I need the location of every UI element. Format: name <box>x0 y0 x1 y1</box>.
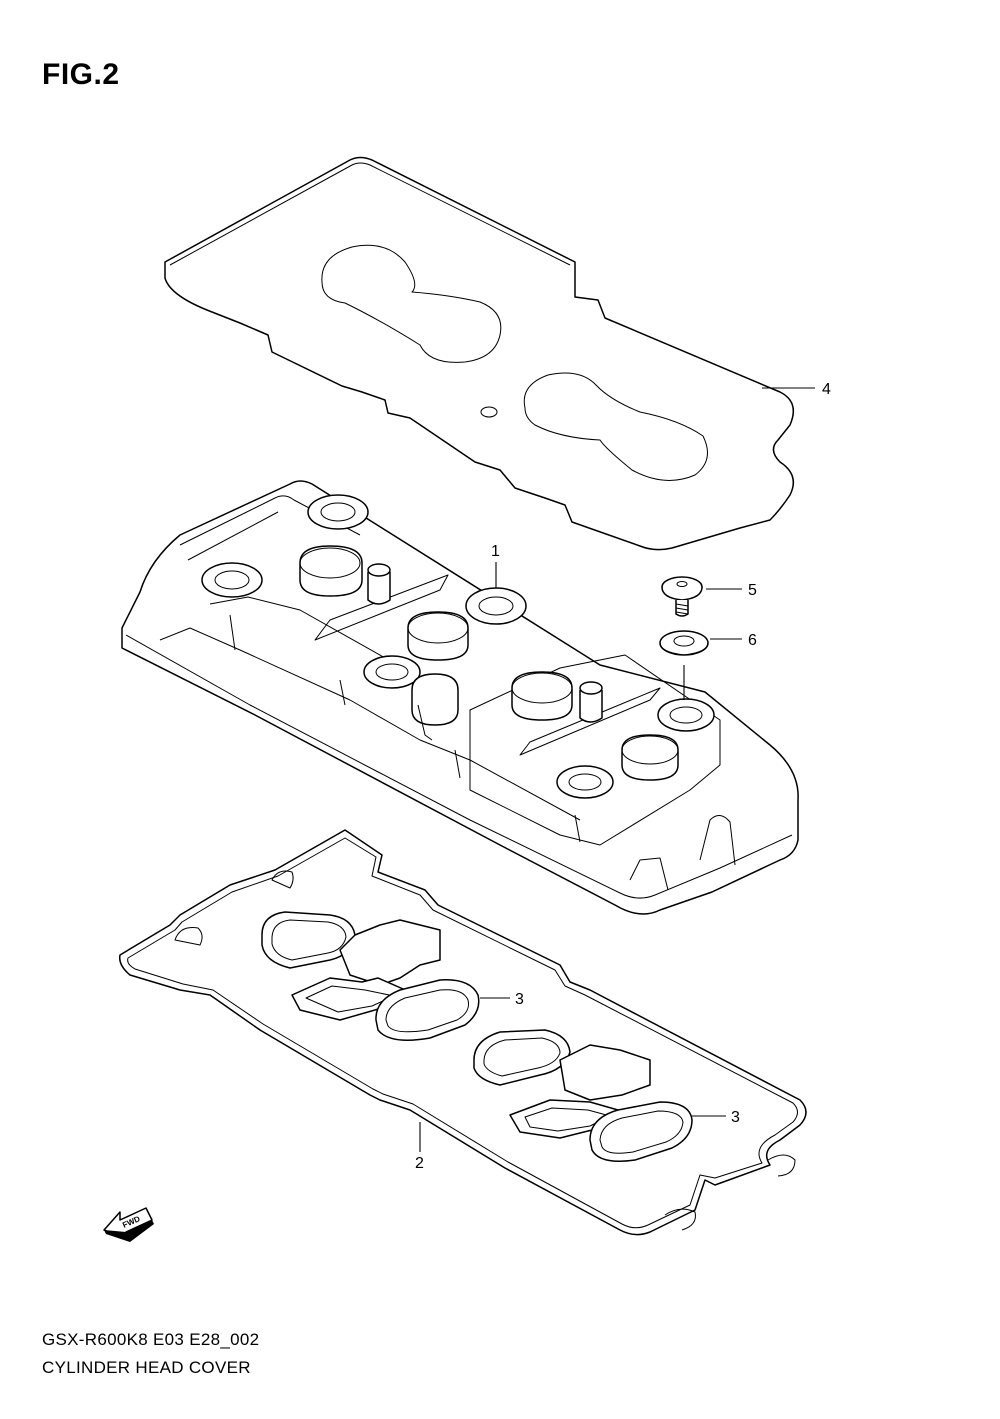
callout-5: 5 <box>748 582 757 599</box>
washer <box>659 630 742 700</box>
callout-3: 3 <box>731 1109 740 1126</box>
callout-2: 2 <box>415 1155 424 1172</box>
callout-3: 3 <box>515 991 524 1008</box>
fwd-arrow: FWD <box>103 1207 154 1242</box>
figure-name: CYLINDER HEAD COVER <box>42 1358 251 1377</box>
callout-4: 4 <box>822 381 831 398</box>
upper-gasket <box>164 156 815 551</box>
callout-6: 6 <box>748 632 757 649</box>
callout-1: 1 <box>491 543 500 560</box>
lower-gasket <box>118 829 807 1236</box>
figure-title: FIG.2 <box>42 58 120 91</box>
plug-seals <box>261 911 726 1162</box>
head-cover <box>121 480 799 915</box>
figure-code: GSX-R600K8 E03 E28_002 <box>42 1330 260 1349</box>
bolt <box>661 576 742 617</box>
